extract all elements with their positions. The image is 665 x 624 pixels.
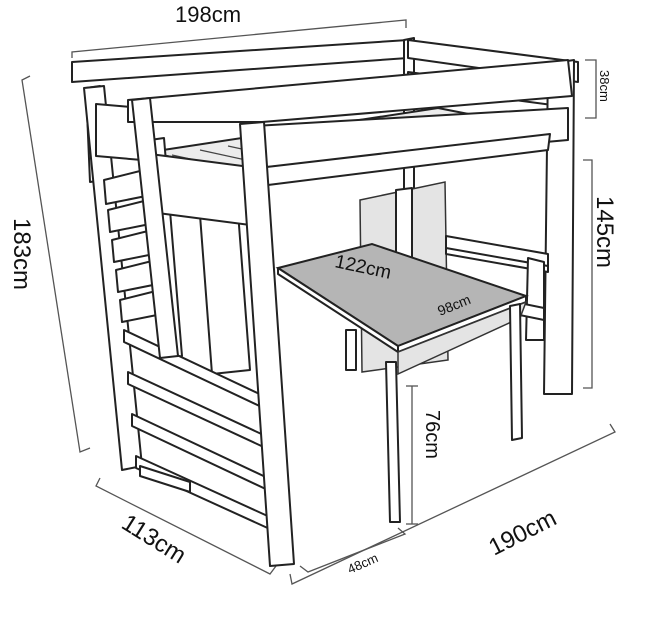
label-total-height: 183cm [8,218,35,290]
desk-leg-front [385,361,401,523]
label-under-height: 145cm [591,196,618,268]
desk [275,242,529,523]
dimension-lines [21,19,616,585]
label-guard-height: 38cm [597,70,612,102]
label-table-leg-spacing: 48cm [345,550,380,577]
desk-leg-right [509,303,523,441]
desk-leg-back [345,329,357,371]
label-table-height: 76cm [421,410,443,459]
label-bed-length: 190cm [484,505,560,562]
ladder [103,169,163,323]
front-guard-rail [127,59,573,567]
label-width-top: 198cm [175,2,241,27]
label-bed-depth: 113cm [117,509,191,569]
